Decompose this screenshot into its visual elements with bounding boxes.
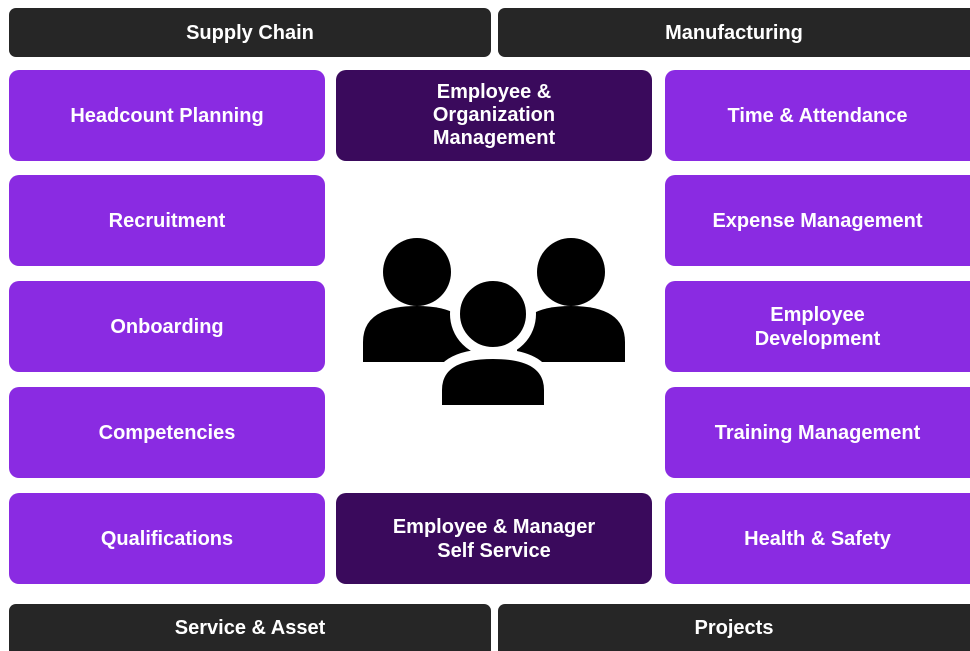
module-recruitment[interactable]: Recruitment xyxy=(9,175,325,266)
bottom-bar-projects[interactable]: Projects xyxy=(498,604,970,651)
module-time-attendance[interactable]: Time & Attendance xyxy=(665,70,970,161)
module-qualifications[interactable]: Qualifications xyxy=(9,493,325,584)
module-employee-organization-management[interactable]: Employee & Organization Management xyxy=(336,70,652,161)
module-employee-development[interactable]: Employee Development xyxy=(665,281,970,372)
people-group-icon xyxy=(363,238,625,412)
module-expense-management[interactable]: Expense Management xyxy=(665,175,970,266)
module-health-safety[interactable]: Health & Safety xyxy=(665,493,970,584)
top-bar-supply-chain[interactable]: Supply Chain xyxy=(9,8,491,57)
top-bar-manufacturing[interactable]: Manufacturing xyxy=(498,8,970,57)
module-training-management[interactable]: Training Management xyxy=(665,387,970,478)
bottom-bar-service-asset[interactable]: Service & Asset xyxy=(9,604,491,651)
module-headcount-planning[interactable]: Headcount Planning xyxy=(9,70,325,161)
module-competencies[interactable]: Competencies xyxy=(9,387,325,478)
module-onboarding[interactable]: Onboarding xyxy=(9,281,325,372)
module-employee-manager-self-service[interactable]: Employee & Manager Self Service xyxy=(336,493,652,584)
